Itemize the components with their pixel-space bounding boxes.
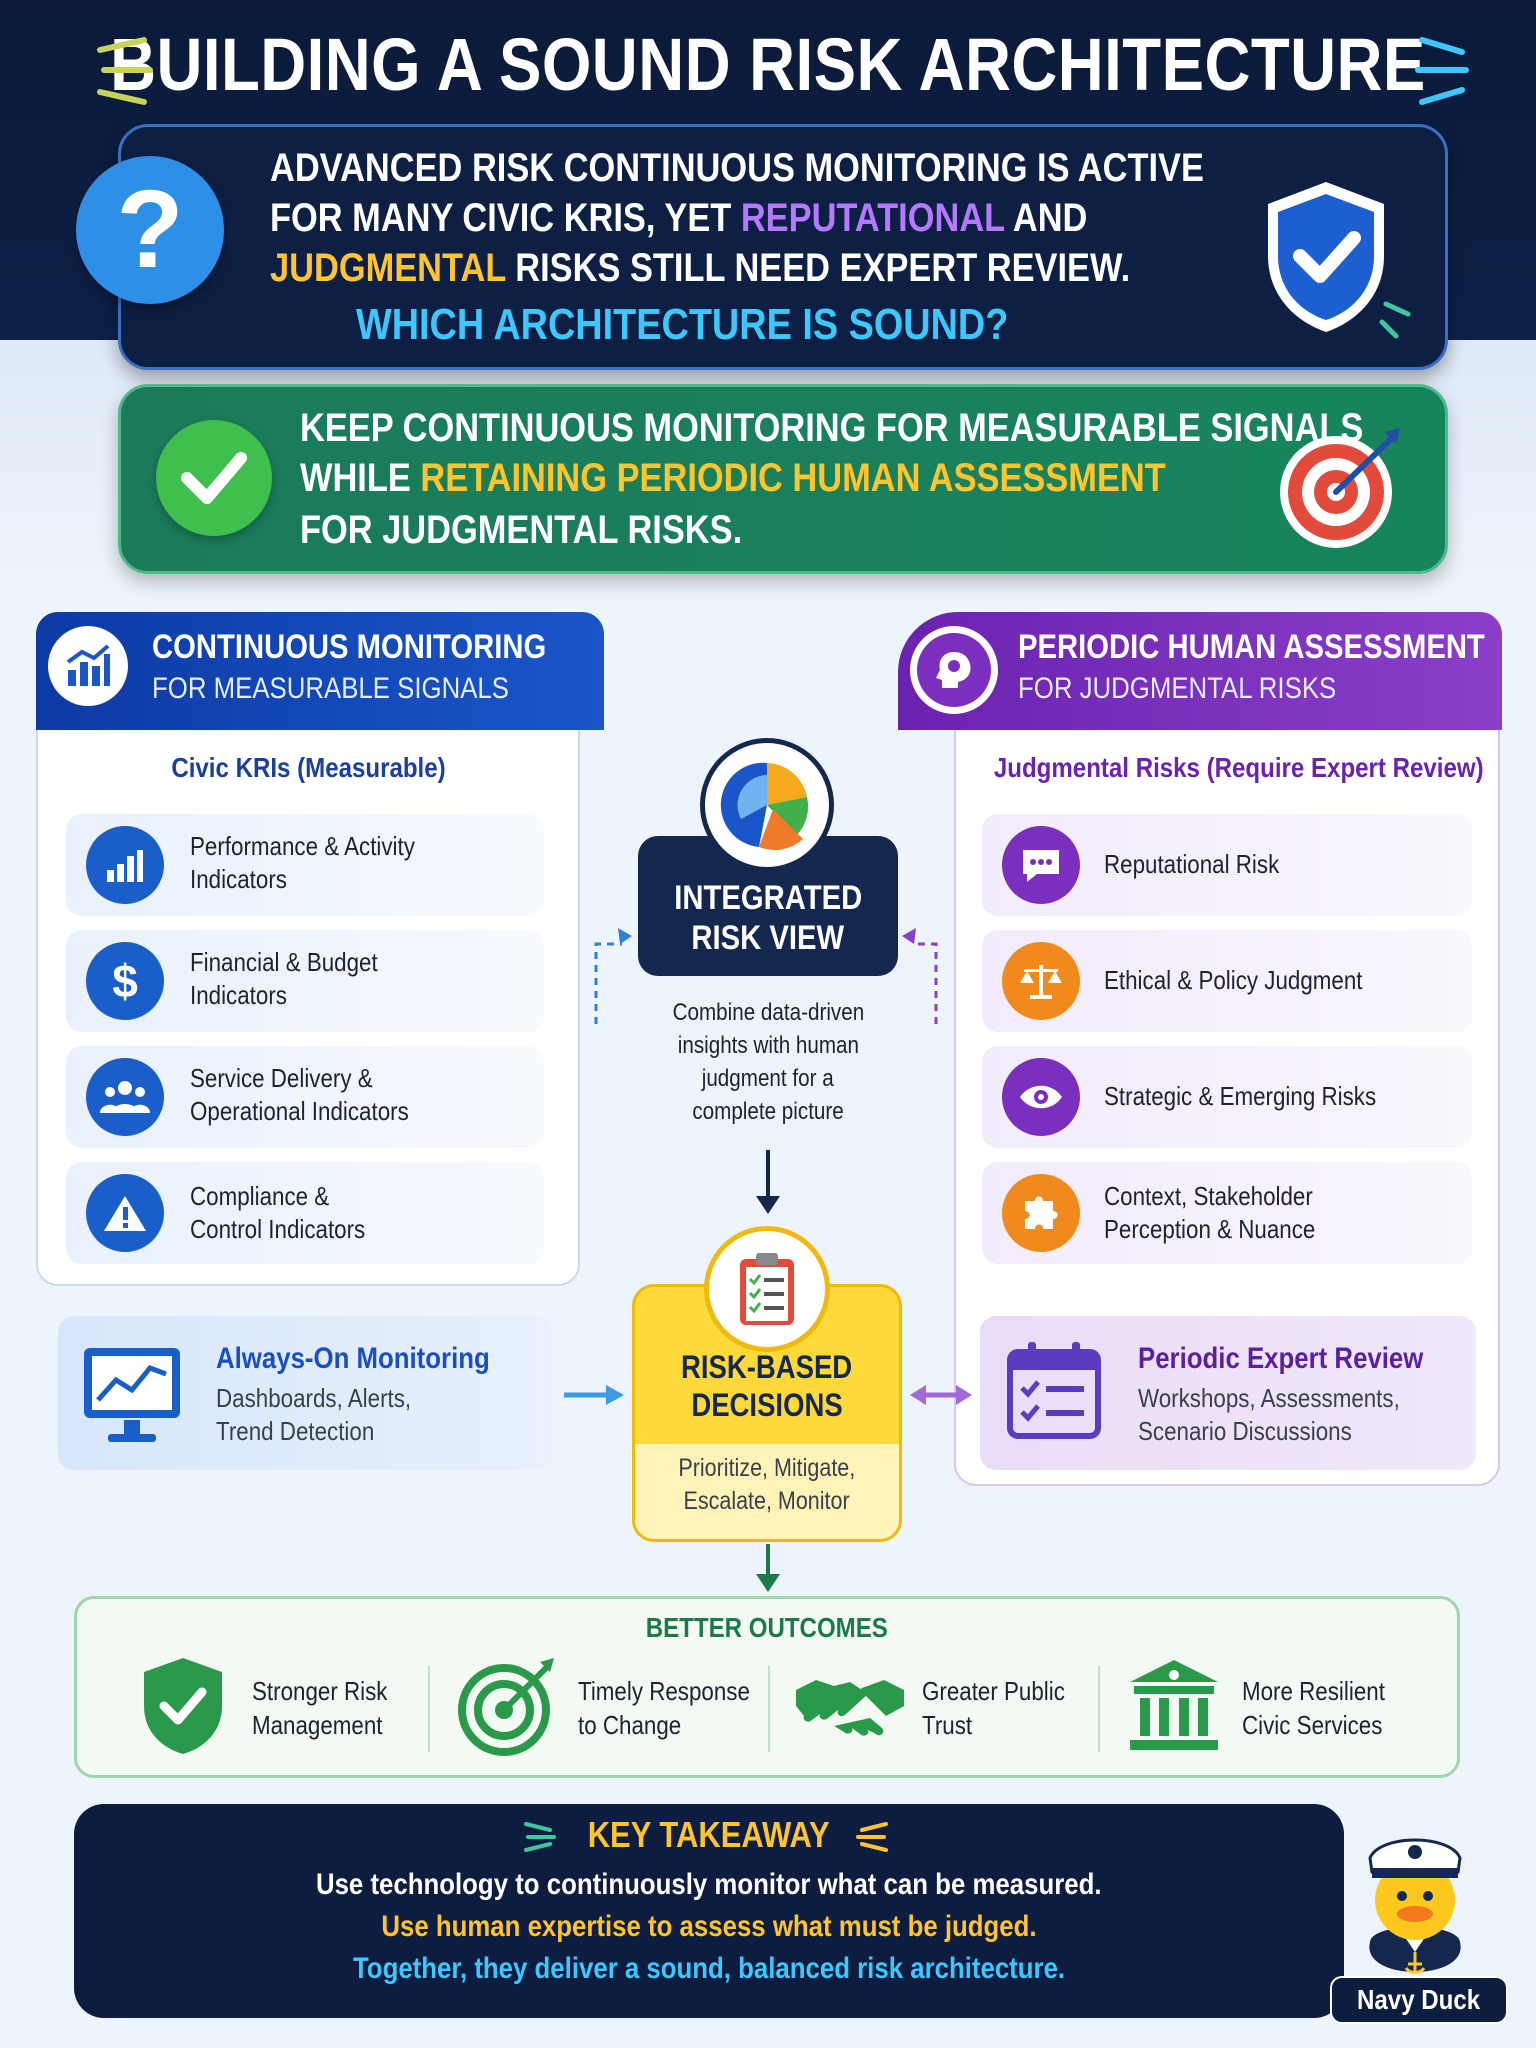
decisions-line-2: DECISIONS xyxy=(691,1387,843,1423)
outcome-divider xyxy=(428,1666,430,1752)
right-panel-subtitle: FOR JUDGMENTAL RISKS xyxy=(1018,672,1337,705)
always-on-line-2: Trend Detection xyxy=(216,1416,375,1446)
outcome-divider xyxy=(768,1666,770,1752)
right-item-1-line-1: Reputational Risk xyxy=(1104,849,1280,879)
integrated-desc-line-4: complete picture xyxy=(692,1098,844,1125)
shield-check-icon xyxy=(144,1658,222,1754)
building-icon xyxy=(1130,1660,1218,1750)
question-line-1: ADVANCED RISK CONTINUOUS MONITORING IS A… xyxy=(270,146,1204,190)
integrated-view-line-1: INTEGRATED xyxy=(674,879,862,917)
outcome-2-line-2: to Change xyxy=(578,1710,682,1740)
outcome-3-line-1: Greater Public xyxy=(922,1676,1065,1706)
right-panel-title: PERIODIC HUMAN ASSESSMENT xyxy=(1018,628,1485,666)
outcome-2-line-1: Timely Response xyxy=(578,1676,750,1706)
left-panel-title: CONTINUOUS MONITORING xyxy=(152,628,547,666)
brain-head-icon xyxy=(910,626,998,714)
integrated-view-line-2: RISK VIEW xyxy=(691,919,845,957)
dollar-icon: $ xyxy=(86,942,164,1020)
question-icon: ? xyxy=(76,156,224,304)
pie-chart-icon xyxy=(700,738,834,872)
decisions-subpanel xyxy=(635,1444,899,1539)
integrated-desc-line-1: Combine data-driven xyxy=(672,999,864,1026)
takeaway-title: KEY TAKEAWAY xyxy=(587,1814,831,1855)
target-icon xyxy=(458,1658,554,1756)
navy-duck-mascot xyxy=(1368,1838,1462,1974)
left-item-3-line-2: Operational Indicators xyxy=(190,1096,409,1126)
decisions-sub-1: Prioritize, Mitigate, xyxy=(678,1454,856,1482)
target-icon xyxy=(1280,428,1400,548)
question-box xyxy=(118,124,1448,370)
outcome-4-line-2: Civic Services xyxy=(1242,1710,1383,1740)
left-item-1-line-2: Indicators xyxy=(190,864,287,894)
answer-box xyxy=(118,384,1448,574)
question-line-3b: RISKS STILL NEED EXPERT REVIEW. xyxy=(505,246,1131,290)
right-panel-header xyxy=(898,612,1502,730)
question-line-2a: FOR MANY CIVIC KRIS, YET xyxy=(270,196,741,240)
left-panel-subtitle: FOR MEASURABLE SIGNALS xyxy=(152,672,509,705)
left-item-4-line-2: Control Indicators xyxy=(190,1214,366,1244)
sparkle-right-icon xyxy=(856,1822,888,1852)
left-item-2-line-1: Financial & Budget xyxy=(190,947,378,977)
answer-line-2a: WHILE xyxy=(300,456,421,500)
left-panel-header xyxy=(36,612,604,730)
key-takeaway-box xyxy=(74,1804,1344,2018)
outcome-1-line-2: Management xyxy=(252,1710,383,1740)
handshake-icon xyxy=(796,1680,904,1736)
left-item-3-line-1: Service Delivery & xyxy=(190,1063,373,1093)
decisions-sub-2: Escalate, Monitor xyxy=(683,1487,851,1515)
periodic-review-line-2: Scenario Discussions xyxy=(1138,1416,1352,1446)
takeaway-line-1: Use technology to continuously monitor w… xyxy=(316,1868,1102,1901)
bar-chart-icon xyxy=(86,826,164,904)
right-item-4-line-2: Perception & Nuance xyxy=(1104,1214,1316,1244)
chart-growth-icon xyxy=(48,626,128,706)
left-item-4-line-1: Compliance & xyxy=(190,1181,330,1211)
takeaway-line-2: Use human expertise to assess what must … xyxy=(381,1910,1037,1943)
always-on-title: Always-On Monitoring xyxy=(216,1342,490,1375)
always-on-line-1: Dashboards, Alerts, xyxy=(216,1383,412,1413)
answer-line-1: KEEP CONTINUOUS MONITORING FOR MEASURABL… xyxy=(300,406,1364,450)
integrated-desc-line-2: insights with human xyxy=(677,1032,859,1059)
answer-line-3: FOR JUDGMENTAL RISKS. xyxy=(300,508,743,552)
left-item-1-line-1: Performance & Activity xyxy=(190,831,415,861)
sparkle-right-icon xyxy=(1415,37,1469,105)
outcome-divider xyxy=(1098,1666,1100,1752)
calendar-checklist-icon xyxy=(1007,1342,1101,1439)
outcome-3-line-2: Trust xyxy=(922,1710,973,1740)
left-item-2-line-2: Indicators xyxy=(190,980,287,1010)
takeaway-line-3: Together, they deliver a sound, balanced… xyxy=(352,1952,1066,1985)
answer-highlight: RETAINING PERIODIC HUMAN ASSESSMENT xyxy=(420,456,1166,500)
sparkle-left-icon xyxy=(524,1822,556,1852)
right-item-2-line-1: Ethical & Policy Judgment xyxy=(1104,965,1363,995)
checkmark-icon xyxy=(156,420,272,536)
page-title: BUILDING A SOUND RISK ARCHITECTURE xyxy=(110,23,1426,106)
question-highlight-reputational: REPUTATIONAL xyxy=(740,196,1005,240)
chat-bubble-icon xyxy=(1002,826,1080,904)
eye-icon xyxy=(1002,1058,1080,1136)
outcomes-title: BETTER OUTCOMES xyxy=(645,1612,889,1643)
right-item-3-line-1: Strategic & Emerging Risks xyxy=(1104,1081,1377,1111)
people-icon xyxy=(86,1058,164,1136)
sparkle-left-icon xyxy=(97,37,153,105)
outcome-4-line-1: More Resilient xyxy=(1242,1676,1385,1706)
clipboard-checklist-icon xyxy=(704,1226,830,1352)
mascot-label: Navy Duck xyxy=(1330,1976,1508,2024)
left-section-title: Civic KRIs (Measurable) xyxy=(170,752,446,783)
right-section-title: Judgmental Risks (Require Expert Review) xyxy=(993,752,1484,783)
better-outcomes-panel xyxy=(74,1596,1460,1778)
question-line-2c: AND xyxy=(1004,196,1088,240)
periodic-review-title: Periodic Expert Review xyxy=(1138,1342,1424,1375)
monitor-trend-icon xyxy=(84,1348,180,1442)
decisions-line-1: RISK-BASED xyxy=(681,1349,853,1385)
warning-icon xyxy=(86,1174,164,1252)
puzzle-icon xyxy=(1002,1174,1080,1252)
outcome-1-line-1: Stronger Risk xyxy=(252,1676,388,1706)
question-highlight-judgmental: JUDGMENTAL xyxy=(270,246,506,290)
periodic-expert-review-card xyxy=(980,1316,1476,1470)
scales-icon xyxy=(1002,942,1080,1020)
periodic-review-line-1: Workshops, Assessments, xyxy=(1138,1383,1400,1413)
shield-check-icon xyxy=(1268,182,1411,339)
question-line-4: WHICH ARCHITECTURE IS SOUND? xyxy=(356,300,1009,349)
integrated-desc-line-3: judgment for a xyxy=(702,1065,834,1092)
right-item-4-line-1: Context, Stakeholder xyxy=(1104,1181,1313,1211)
